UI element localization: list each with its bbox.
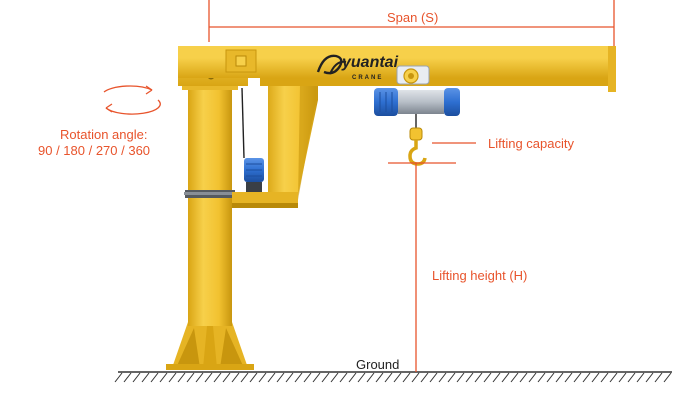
- ground-hatch-mark: [123, 372, 132, 383]
- trolley: [396, 65, 430, 85]
- brand-name: yuantai: [341, 54, 399, 71]
- brand-logo: yuantai CRANE: [316, 54, 399, 81]
- ground-hatch-mark: [294, 372, 303, 383]
- span-dimension: [208, 0, 615, 50]
- rotation-values-label: 90 / 180 / 270 / 360: [38, 143, 151, 158]
- ground-hatch-mark: [330, 372, 339, 383]
- ground-hatch-mark: [501, 372, 510, 383]
- ground-hatch-mark: [231, 372, 240, 383]
- ground-hatch-mark: [582, 372, 591, 383]
- ground-hatch-mark: [591, 372, 600, 383]
- ground-hatch-mark: [636, 372, 645, 383]
- ground-hatch-mark: [339, 372, 348, 383]
- ground-hatch-mark: [627, 372, 636, 383]
- ground-hatch-mark: [258, 372, 267, 383]
- ground-hatch-mark: [519, 372, 528, 383]
- ground-hatch-mark: [600, 372, 609, 383]
- ground-hatch-mark: [357, 372, 366, 383]
- ground-hatch-mark: [420, 372, 429, 383]
- ground-hatch-mark: [375, 372, 384, 383]
- ground-hatch-mark: [618, 372, 627, 383]
- column-base: [166, 322, 254, 370]
- ground-hatch-mark: [393, 372, 402, 383]
- ground-hatch-mark: [150, 372, 159, 383]
- ground-hatch-mark: [663, 372, 672, 383]
- ground-hatch-mark: [168, 372, 177, 383]
- ground-hatch-mark: [240, 372, 249, 383]
- rotation-arrows-icon: [103, 85, 161, 115]
- ground-hatch-mark: [411, 372, 420, 383]
- ground-label: Ground: [356, 357, 400, 372]
- ground-hatch-mark: [438, 372, 447, 383]
- span-label: Span (S): [387, 10, 439, 25]
- brand-sub: CRANE: [352, 75, 383, 81]
- ground-hatch-mark: [492, 372, 501, 383]
- rotation-angle-label: Rotation angle:: [60, 127, 148, 142]
- ground-hatch-mark: [177, 372, 186, 383]
- lifting-capacity-label: Lifting capacity: [488, 136, 574, 151]
- ground-hatch-mark: [366, 372, 375, 383]
- ground-hatch-mark: [429, 372, 438, 383]
- ground-hatch-mark: [402, 372, 411, 383]
- ground-hatch-mark: [465, 372, 474, 383]
- ground-hatch-mark: [510, 372, 519, 383]
- ground-hatch-mark: [447, 372, 456, 383]
- ground-hatch-mark: [609, 372, 618, 383]
- ground-hatch-mark: [249, 372, 258, 383]
- ground-hatch-mark: [159, 372, 168, 383]
- ground-hatch-mark: [528, 372, 537, 383]
- ground-hatch-mark: [384, 372, 393, 383]
- ground-hatch-mark: [537, 372, 546, 383]
- slewing-motor-icon: [241, 87, 264, 192]
- main-column: [182, 80, 238, 326]
- ground-hatch-mark: [195, 372, 204, 383]
- ground-hatch-mark: [132, 372, 141, 383]
- ground-hatch-mark: [276, 372, 285, 383]
- crane-hook-icon: [408, 127, 427, 166]
- ground-hatch-mark: [222, 372, 231, 383]
- ground-hatch-mark: [456, 372, 465, 383]
- ground-hatch-mark: [348, 372, 357, 383]
- ground-hatch-mark: [213, 372, 222, 383]
- ground-hatch-mark: [321, 372, 330, 383]
- lifting-height-label: Lifting height (H): [432, 268, 528, 283]
- ground-hatch-mark: [564, 372, 573, 383]
- electric-hoist: [374, 88, 460, 130]
- lifting-dimensions: [388, 142, 476, 372]
- ground-hatch-mark: [546, 372, 555, 383]
- ground-hatch-mark: [573, 372, 582, 383]
- ground-hatch-mark: [654, 372, 663, 383]
- ground-hatch-mark: [285, 372, 294, 383]
- ground-hatch-mark: [141, 372, 150, 383]
- ground-hatch-mark: [645, 372, 654, 383]
- ground-hatch-mark: [303, 372, 312, 383]
- jib-beam: [178, 46, 616, 92]
- ground-hatch-mark: [555, 372, 564, 383]
- ground-hatch-mark: [312, 372, 321, 383]
- ground-hatch-mark: [204, 372, 213, 383]
- support-arm: [232, 80, 318, 208]
- ground-line: [114, 371, 672, 383]
- ground-hatch-mark: [483, 372, 492, 383]
- ground-hatch-mark: [267, 372, 276, 383]
- ground-hatch-mark: [474, 372, 483, 383]
- ground-hatch-mark: [186, 372, 195, 383]
- ground-hatch-mark: [114, 372, 123, 383]
